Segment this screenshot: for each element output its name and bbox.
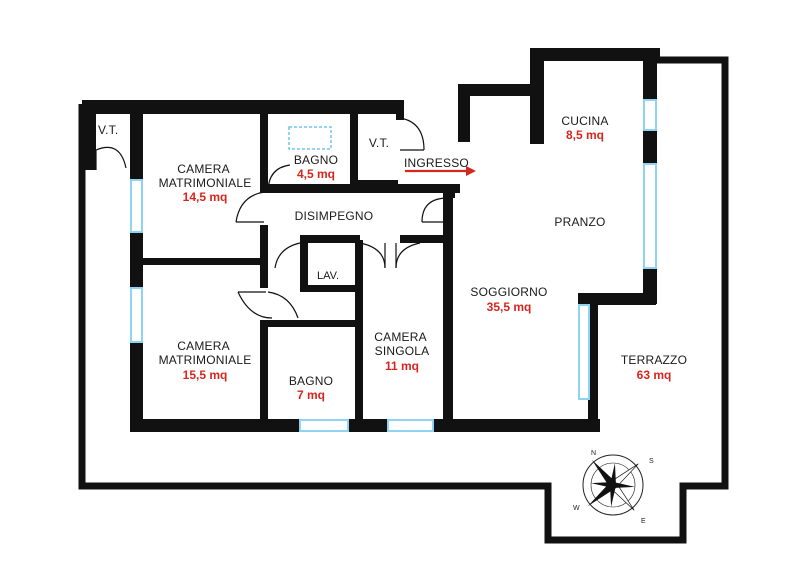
room-lav-label: LAV. xyxy=(317,270,339,282)
room-camera-matrimoniale-1-label: CAMERA MATRIMONIALE xyxy=(159,162,252,190)
room-disimpegno-label: DISIMPEGNO xyxy=(295,209,374,223)
room-camera-singola-line2: SINGOLA xyxy=(375,344,430,358)
room-bagno-2-area: 7 mq xyxy=(297,388,325,402)
room-vt-center-label: V.T. xyxy=(369,136,389,150)
compass-rose: N S E W xyxy=(573,450,654,525)
room-soggiorno-area: 35,5 mq xyxy=(487,300,532,314)
room-camera-matrimoniale-2-label: CAMERA MATRIMONIALE xyxy=(159,339,252,367)
compass-e: E xyxy=(641,518,646,525)
room-camera-matrimoniale-1-area: 14,5 mq xyxy=(183,190,228,204)
room-terrazzo-area: 63 mq xyxy=(637,368,672,382)
room-terrazzo-label: TERRAZZO xyxy=(621,353,687,367)
windows xyxy=(130,99,657,432)
terrace-outline xyxy=(78,56,729,544)
room-camera-matrimoniale-1-line1: CAMERA xyxy=(177,162,229,176)
compass-s: S xyxy=(649,458,654,465)
room-cucina-label: CUCINA xyxy=(561,114,608,128)
room-vt-left-label: V.T. xyxy=(98,123,118,137)
room-camera-matrimoniale-1-line2: MATRIMONIALE xyxy=(159,176,252,190)
compass-n: N xyxy=(591,450,596,457)
room-camera-singola-label: CAMERA SINGOLA xyxy=(374,330,429,358)
doors xyxy=(95,117,449,319)
walls xyxy=(82,48,660,432)
room-bagno-1-label: BAGNO xyxy=(294,153,338,167)
compass-w: W xyxy=(573,505,580,512)
room-bagno-2-label: BAGNO xyxy=(289,374,333,388)
entrance-label: INGRESSO xyxy=(404,156,469,170)
room-cucina-area: 8,5 mq xyxy=(566,128,604,142)
room-camera-matrimoniale-2-line2: MATRIMONIALE xyxy=(159,353,252,367)
room-bagno-1-area: 4,5 mq xyxy=(297,167,335,181)
room-soggiorno-label: SOGGIORNO xyxy=(470,285,547,299)
skylight-fixture xyxy=(288,126,332,150)
room-camera-matrimoniale-2-area: 15,5 mq xyxy=(183,368,228,382)
entrance-arrow xyxy=(405,166,476,176)
room-camera-singola-area: 11 mq xyxy=(385,359,419,373)
room-pranzo-label: PRANZO xyxy=(554,215,605,229)
room-camera-singola-line1: CAMERA xyxy=(374,330,426,344)
room-camera-matrimoniale-2-line1: CAMERA xyxy=(177,339,229,353)
room-labels: V.T. CAMERA MATRIMONIALE 14,5 mq BAGNO 4… xyxy=(98,114,687,402)
